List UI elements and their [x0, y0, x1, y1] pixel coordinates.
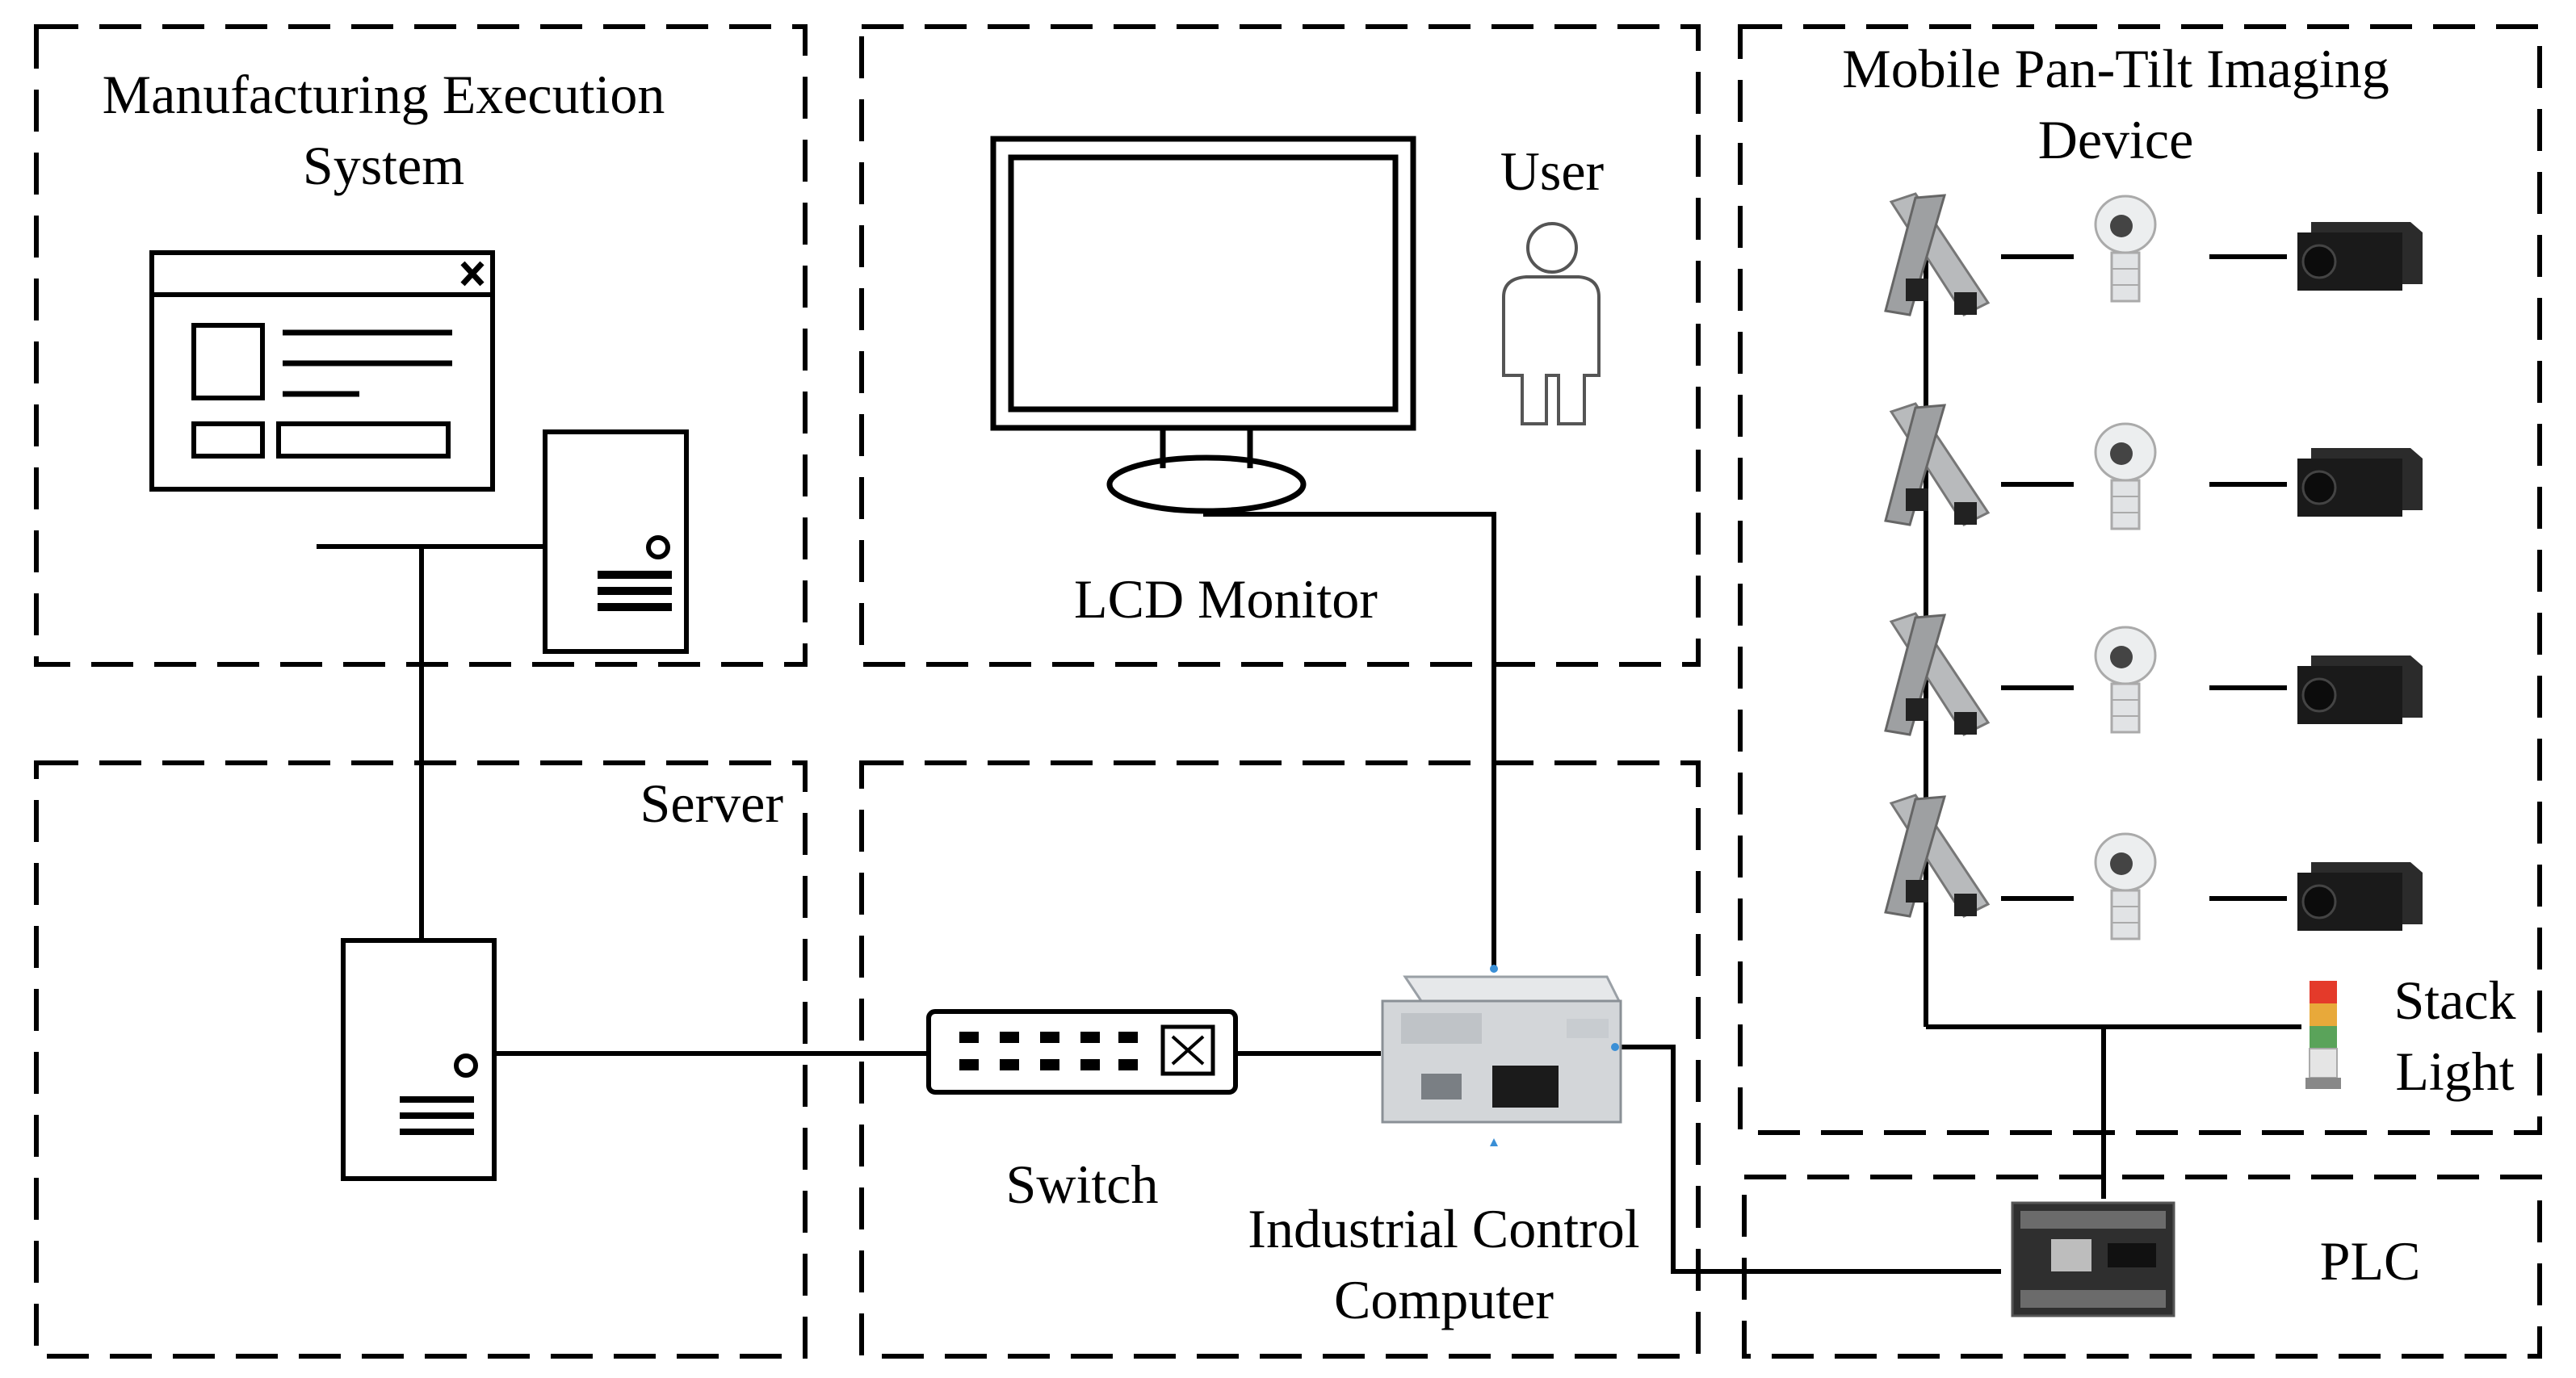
industrial-pc-icon	[1381, 965, 1622, 1146]
pan-tilt-head-icon	[2094, 422, 2157, 530]
connections	[317, 198, 2301, 1274]
user-label: User	[1500, 140, 1605, 202]
linear-stage-icon	[1884, 794, 1991, 918]
plc-label: PLC	[2320, 1230, 2421, 1292]
industrial-camera-icon	[2297, 655, 2423, 724]
industrial-camera-icon	[2297, 448, 2423, 517]
application-window-icon	[149, 250, 495, 492]
server-label: Server	[640, 773, 784, 834]
ipc-plc-line	[1619, 1045, 2001, 1274]
mes-title-line-1: Manufacturing Execution	[103, 64, 665, 125]
linear-stage-icon	[1884, 192, 1991, 316]
pan-tilt-head-icon	[2094, 195, 2157, 303]
plc-region	[1742, 1175, 2542, 1359]
linear-stage-icon	[1884, 402, 1991, 526]
device-row-1	[1884, 192, 2423, 316]
mobile-region	[1738, 24, 2542, 1135]
stack-light-label-line-1: Stack	[2393, 970, 2515, 1031]
person-icon	[1502, 222, 1601, 425]
ipc-region	[859, 760, 1701, 1359]
switch-label: Switch	[1006, 1154, 1159, 1215]
lcd-region	[859, 24, 1701, 667]
mobile-title-line-2: Device	[2038, 109, 2194, 170]
monitor-ipc-line	[1203, 512, 1496, 969]
stack-light-label-line-2: Light	[2395, 1041, 2514, 1102]
pan-tilt-head-icon	[2094, 832, 2157, 940]
ipc-title-line-1: Industrial Control	[1248, 1198, 1639, 1259]
region-boxes	[34, 24, 2542, 1359]
industrial-camera-icon	[2297, 862, 2423, 931]
device-row-3	[1884, 612, 2423, 736]
linear-stage-icon	[1884, 612, 1991, 736]
lcd-monitor-label: LCD Monitor	[1074, 568, 1378, 630]
pan-tilt-head-icon	[2094, 626, 2157, 734]
plc-icon	[2011, 1201, 2175, 1317]
device-row-4	[1884, 794, 2423, 940]
server-tower-icon	[543, 429, 689, 654]
industrial-camera-icon	[2297, 222, 2423, 291]
server-tower-icon	[341, 938, 497, 1181]
mes-title-line-2: System	[303, 135, 464, 196]
ipc-title-line-2: Computer	[1334, 1269, 1554, 1330]
monitor-icon	[990, 136, 1416, 514]
labels: Manufacturing Execution System User LCD …	[103, 38, 2516, 1330]
device-row-2	[1884, 402, 2423, 530]
network-switch-icon	[926, 1009, 1238, 1095]
stack-light-icon	[2305, 981, 2341, 1089]
mobile-title-line-1: Mobile Pan-Tilt Imaging	[1842, 38, 2389, 99]
